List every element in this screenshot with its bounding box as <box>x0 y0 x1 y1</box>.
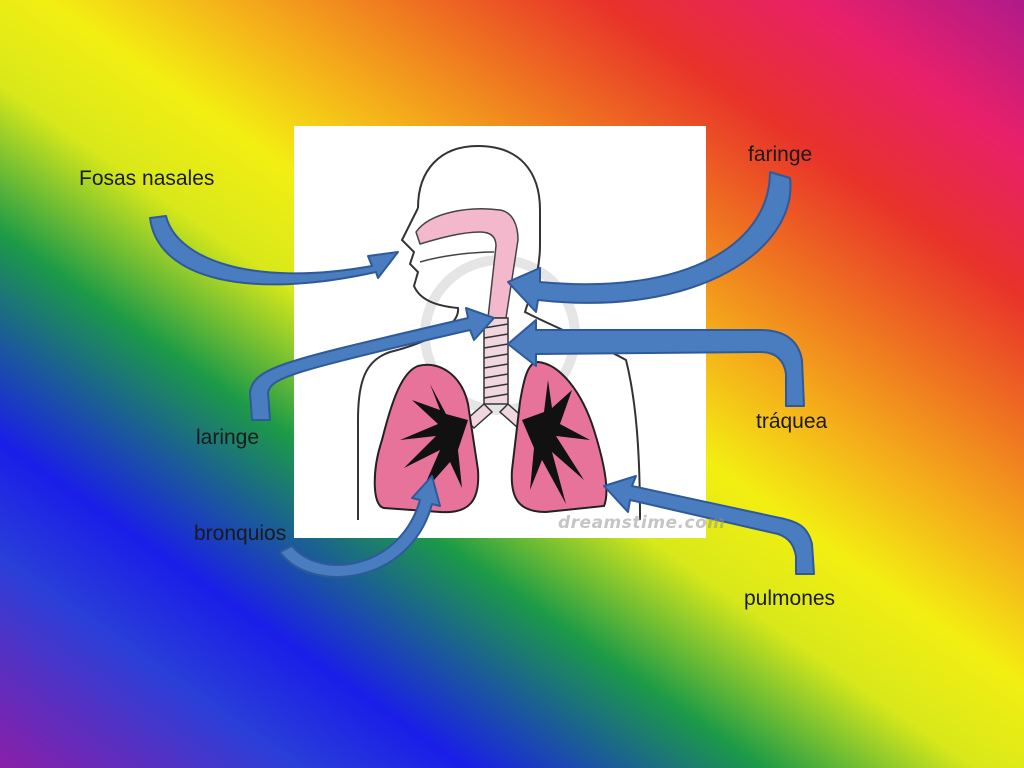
curved-arrow-icon <box>507 319 805 407</box>
curved-arrow-icon <box>279 475 441 578</box>
watermark-text: dreamstime.com <box>558 513 726 533</box>
left-bronchi <box>400 384 468 496</box>
label-laringe: laringe <box>196 426 260 449</box>
label-traquea: tráquea <box>756 410 828 433</box>
left-lung <box>373 363 480 514</box>
label-faringe: faringe <box>748 143 813 166</box>
right-bronchi <box>522 380 590 504</box>
trachea <box>464 317 528 430</box>
curved-arrow-icon <box>507 171 792 313</box>
label-fosas-nasales: Fosas nasales <box>79 167 215 190</box>
mouth-line <box>419 251 495 263</box>
curved-arrow-icon <box>249 307 495 421</box>
curved-arrow-icon <box>603 475 815 575</box>
label-pulmones: pulmones <box>744 587 836 610</box>
curved-arrow-icon <box>149 215 399 286</box>
label-bronquios: bronquios <box>194 522 287 545</box>
